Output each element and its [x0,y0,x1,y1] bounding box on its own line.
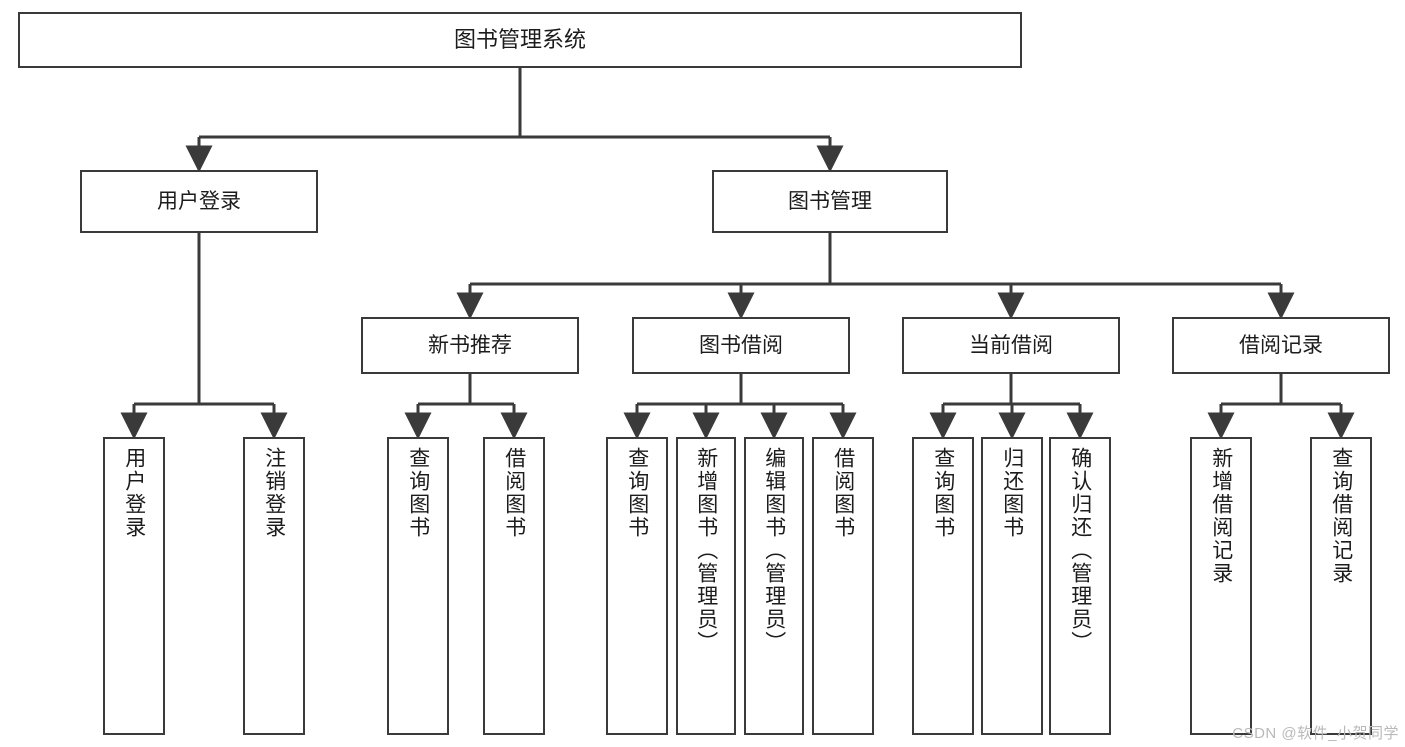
node-l-login[interactable]: 用户登录 [103,437,165,735]
node-label: 查询借阅记录 [1329,447,1353,585]
node-current[interactable]: 当前借阅 [902,317,1120,374]
node-l-query3[interactable]: 查询图书 [912,437,974,735]
node-l-borrow1[interactable]: 借阅图书 [483,437,545,735]
node-label: 图书管理系统 [453,26,586,52]
node-label: 图书借阅 [699,333,783,357]
node-l-logout[interactable]: 注销登录 [243,437,305,735]
node-l-query2[interactable]: 查询图书 [606,437,668,735]
node-label: 查询图书 [406,447,430,539]
node-l-query1[interactable]: 查询图书 [387,437,449,735]
node-borrow[interactable]: 图书借阅 [632,317,850,374]
node-newbook[interactable]: 新书推荐 [361,317,579,374]
node-label: 借阅图书 [502,447,526,539]
node-label: 当前借阅 [969,333,1053,357]
node-label: 注销登录 [262,447,286,539]
node-label: 新书推荐 [428,333,512,357]
node-label: 查询图书 [931,447,955,539]
node-l-return[interactable]: 归还图书 [981,437,1043,735]
node-label: 查询图书 [625,447,649,539]
node-l-addrec[interactable]: 新增借阅记录 [1190,437,1252,735]
node-label: 借阅记录 [1239,333,1323,357]
node-label: 新增图书（管理员） [694,447,718,654]
node-records[interactable]: 借阅记录 [1172,317,1390,374]
node-l-edit[interactable]: 编辑图书（管理员） [744,437,804,735]
node-bookmgmt[interactable]: 图书管理 [712,170,948,233]
node-l-queryrec[interactable]: 查询借阅记录 [1310,437,1372,735]
node-l-borrow2[interactable]: 借阅图书 [812,437,874,735]
node-login[interactable]: 用户登录 [80,170,318,233]
node-l-confirm[interactable]: 确认归还（管理员） [1049,437,1111,735]
node-label: 用户登录 [157,189,241,213]
node-label: 确认归还（管理员） [1068,447,1092,654]
watermark-text: CSDN @软件_小贺同学 [1232,725,1399,742]
node-label: 新增借阅记录 [1209,447,1233,585]
node-label: 编辑图书（管理员） [762,447,786,654]
node-label: 归还图书 [1000,447,1024,539]
node-root[interactable]: 图书管理系统 [18,12,1022,68]
node-label: 借阅图书 [831,447,855,539]
node-label: 用户登录 [122,447,146,539]
node-label: 图书管理 [788,189,872,213]
node-l-add[interactable]: 新增图书（管理员） [676,437,736,735]
